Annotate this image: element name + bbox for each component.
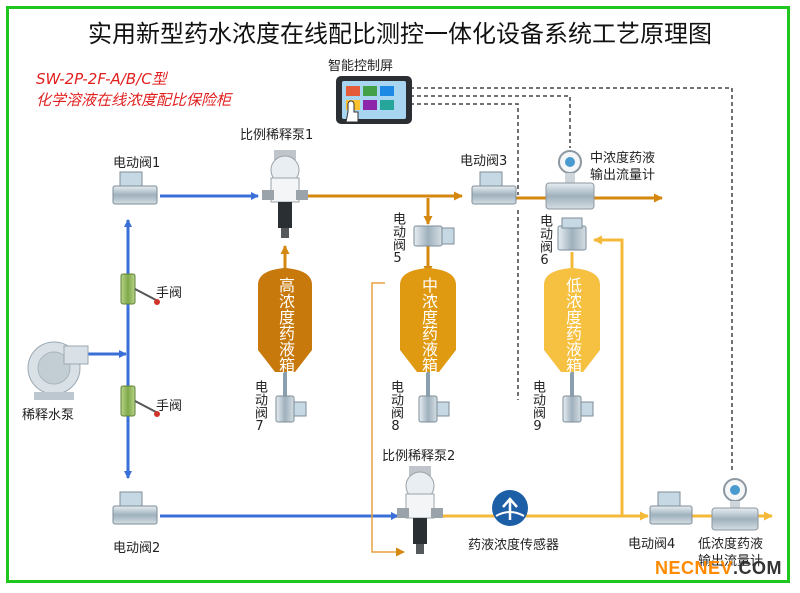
valve4-icon (649, 491, 693, 525)
label-water-pump: 稀释水泵 (22, 408, 75, 423)
valve2-icon (112, 491, 158, 525)
valve3-icon (471, 171, 517, 205)
mid-flowmeter-icon (545, 150, 595, 210)
pump1-icon (262, 150, 308, 238)
manual-valve-a-icon (120, 273, 160, 305)
label-pump1: 比例稀释泵1 (240, 128, 314, 143)
label-valve7: 电动阀7 (252, 380, 267, 434)
water-lines (86, 192, 399, 520)
thin-return-line (371, 282, 405, 557)
low-flowmeter-icon (711, 478, 759, 531)
diagram-frame (6, 6, 790, 583)
label-valve2: 电动阀2 (113, 541, 161, 556)
manual-valve-b-icon (120, 385, 160, 417)
valve8-icon (418, 395, 450, 423)
label-mid-flowmeter: 中浓度药液 输出流量计 (590, 151, 656, 183)
label-manual-valve-b: 手阀 (156, 399, 183, 414)
label-tank-low: 低浓度药液箱 (563, 277, 582, 373)
tank-drains (283, 372, 574, 396)
page-title: 实用新型药水浓度在线配比测控一体化设备系统工艺原理图 (88, 20, 712, 48)
tank-low (544, 268, 600, 372)
label-screen: 智能控制屏 (328, 59, 394, 74)
watermark-logo: NECNEV.COM (655, 558, 782, 579)
valve6-icon (557, 217, 587, 251)
label-valve4: 电动阀4 (628, 537, 676, 552)
signal-lines (410, 87, 733, 470)
label-pump2: 比例稀释泵2 (382, 449, 456, 464)
tank-high (258, 268, 312, 372)
tank-mid (400, 268, 456, 372)
valve1-icon (112, 171, 158, 205)
sensor-icon (492, 490, 528, 526)
model-name: 化学溶液在线浓度配比保险柜 (36, 91, 232, 109)
label-valve6: 电动阀6 (537, 214, 552, 268)
valve9-icon (562, 395, 594, 423)
watermark-main: NECNEV (654, 558, 733, 578)
water-pump-icon (27, 341, 89, 400)
label-manual-valve-a: 手阀 (156, 286, 183, 301)
model-code: SW-2P-2F-A/B/C型 (36, 70, 167, 88)
label-tank-mid: 中浓度药液箱 (419, 277, 438, 373)
valve5-icon (413, 225, 455, 247)
watermark-suffix: .COM (733, 558, 782, 578)
control-screen-icon (336, 76, 412, 124)
label-valve1: 电动阀1 (113, 156, 161, 171)
pump2-icon (397, 466, 443, 554)
label-valve3: 电动阀3 (460, 154, 508, 169)
label-valve9: 电动阀9 (530, 380, 545, 434)
low-lines (443, 235, 773, 521)
label-valve5: 电动阀5 (390, 212, 405, 266)
label-tank-high: 高浓度药液箱 (276, 277, 295, 373)
label-valve8: 电动阀8 (388, 380, 403, 434)
high-lines (280, 191, 663, 275)
label-sensor: 药液浓度传感器 (468, 538, 560, 553)
label-low-flowmeter: 低浓度药液 输出流量计 (698, 537, 764, 569)
valve7-icon (275, 395, 307, 423)
